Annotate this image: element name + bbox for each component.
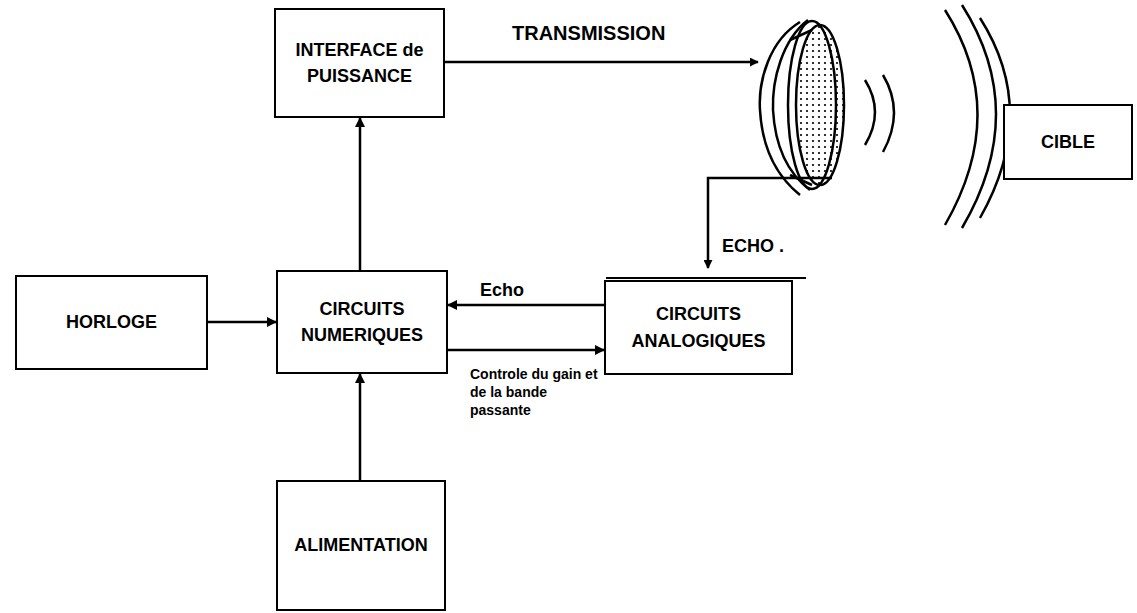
signal-arrow — [359, 374, 362, 480]
clock-box: HORLOGE — [15, 275, 208, 370]
box-label: INTERFACE de PUISSANCE — [276, 33, 443, 93]
power-supply-box: ALIMENTATION — [276, 480, 446, 611]
box-label: CIBLE — [1033, 125, 1103, 159]
digital-circuits-box: CIRCUITS NUMERIQUES — [276, 270, 448, 374]
signal-arrow — [359, 118, 362, 270]
box-label: CIRCUITS ANALOGIQUES — [606, 297, 791, 357]
box-label: ALIMENTATION — [286, 528, 435, 562]
analog-circuits-box: CIRCUITS ANALOGIQUES — [604, 280, 793, 375]
echo-line — [708, 178, 832, 268]
box-label: HORLOGE — [58, 305, 165, 339]
dish-antenna — [760, 20, 844, 195]
box-rule — [606, 277, 806, 279]
transmission-line — [443, 61, 758, 64]
signal-label: TRANSMISSION — [512, 22, 665, 45]
radio-waves — [865, 5, 1010, 228]
signal-label: ECHO . — [722, 236, 784, 257]
box-label: CIRCUITS NUMERIQUES — [278, 292, 446, 352]
target-box: CIBLE — [1003, 104, 1133, 180]
signal-arrow — [448, 349, 604, 352]
control-label: Controle du gain et de la bande passante — [470, 365, 605, 420]
signal-label: Echo — [480, 279, 560, 302]
power-interface-box: INTERFACE de PUISSANCE — [274, 8, 445, 118]
signal-arrow — [208, 321, 276, 324]
signal-arrow — [448, 304, 604, 307]
